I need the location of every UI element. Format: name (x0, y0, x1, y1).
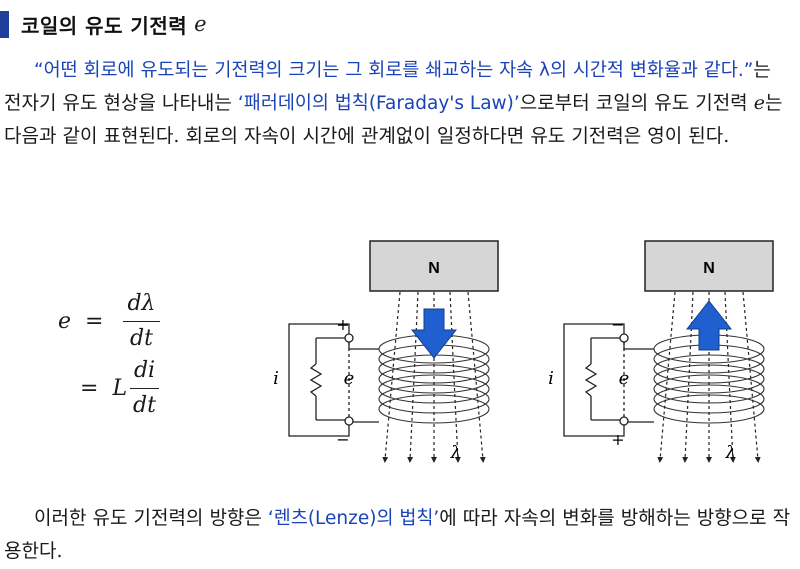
right-flux-label: λ (725, 443, 737, 463)
heading-title: 코일의 유도 기전력 (21, 13, 188, 38)
left-current-label: i (273, 368, 279, 389)
left-flux-arrow-down (410, 308, 458, 359)
equals-sign-2: = (80, 376, 99, 401)
faraday-law-name: ‘패러데이의 법칙(Faraday's Law)’ (237, 93, 520, 114)
right-flux-arrow-up (685, 300, 733, 351)
right-magnet-label: N (703, 260, 715, 277)
fraction1-numerator: dλ (123, 290, 160, 322)
left-flux-label: λ (450, 443, 462, 463)
equals-sign-1: = (85, 309, 104, 334)
left-coil-figure: N + (273, 240, 499, 463)
left-flux-lines (382, 291, 486, 463)
right-circuit (563, 323, 654, 437)
left-top-polarity: + (336, 315, 349, 334)
equation-line-1: e = dλ dt (58, 290, 160, 353)
section-heading: 코일의 유도 기전력 e (0, 9, 207, 39)
lenz-after-text: 에 따라 자속의 변화를 방해하는 방향으로 작용한다. (4, 507, 791, 562)
faraday-quote: “어떤 회로에 유도되는 기전력의 크기는 그 회로를 쇄교하는 자속 λ의 시… (34, 60, 754, 81)
right-emf-label: e (619, 368, 630, 389)
lenz-before-text: 이러한 유도 기전력의 방향은 (34, 507, 268, 529)
fraction1-denominator: dt (130, 326, 153, 351)
fraction2-denominator: dt (133, 393, 156, 418)
heading-marker (0, 10, 9, 38)
left-magnet (369, 240, 499, 292)
left-top-terminal (344, 333, 354, 343)
right-magnet (644, 240, 774, 292)
right-top-terminal (619, 333, 629, 343)
heading-variable: e (194, 12, 207, 36)
emf-variable: e (753, 92, 765, 114)
right-top-polarity: − (611, 315, 624, 334)
left-emf-label: e (344, 368, 355, 389)
faraday-end-text: 는 다음과 같이 표현된다. 회로의 자속이 시간에 관계없이 일정하다면 유도… (4, 92, 783, 147)
inductance-symbol: L (112, 376, 128, 401)
faraday-paragraph: “어떤 회로에 유도되는 기전력의 크기는 그 회로를 쇄교하는 자속 λ의 시… (4, 54, 794, 152)
fraction2-numerator: di (129, 357, 160, 389)
left-magnet-label: N (428, 260, 440, 277)
faraday-after-quote: 는 전자기 유도 현상을 나타내는 (4, 59, 771, 114)
right-current-label: i (548, 368, 554, 389)
faraday-mid-text: 으로부터 코일의 유도 기전력 (519, 92, 754, 114)
left-bottom-terminal (344, 416, 354, 426)
equation-lhs: e (58, 309, 72, 334)
left-bottom-polarity: − (336, 430, 349, 449)
equation-line-2: = L di dt (80, 357, 160, 420)
right-bottom-terminal (619, 416, 629, 426)
fraction-di-dt: di dt (129, 357, 160, 420)
right-coil-figure: N − (548, 240, 774, 463)
fraction-dlambda-dt: dλ dt (123, 290, 160, 353)
lenz-law-name: ‘렌츠(Lenze)의 법칙’ (267, 508, 440, 529)
left-circuit (288, 323, 379, 437)
lenz-paragraph: 이러한 유도 기전력의 방향은 ‘렌츠(Lenze)의 법칙’에 따라 자속의 … (4, 502, 794, 567)
right-bottom-polarity: + (611, 430, 624, 449)
right-flux-lines (657, 291, 761, 463)
